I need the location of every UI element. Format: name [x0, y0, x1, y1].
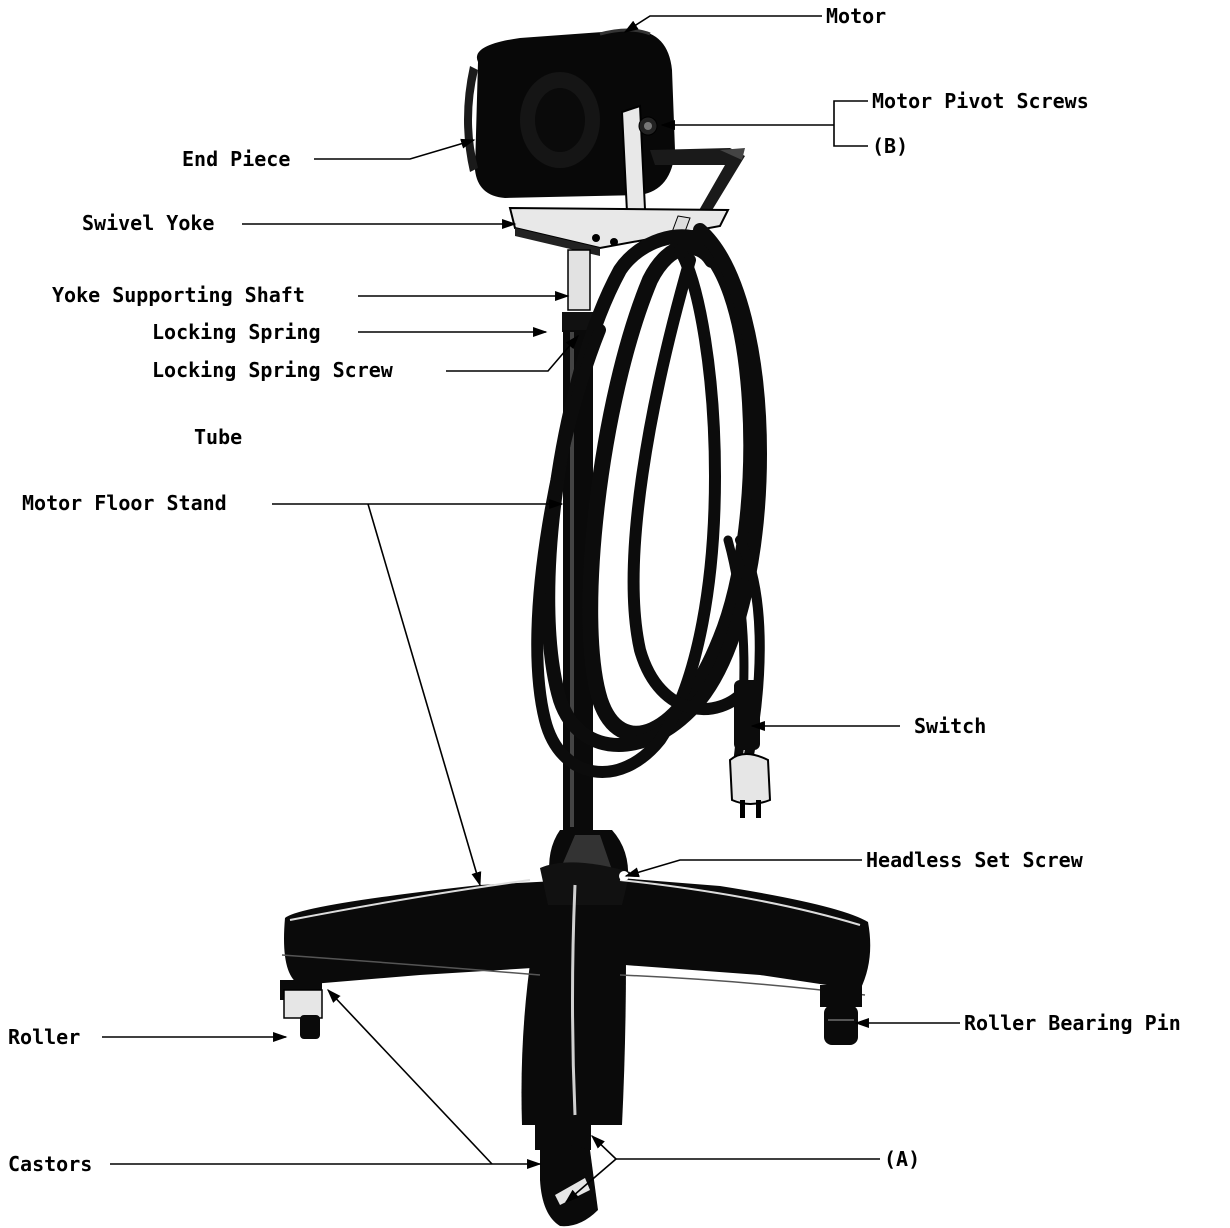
label-motor: Motor: [826, 4, 886, 28]
label-tube: Tube: [194, 425, 242, 449]
label-swivel-yoke: Swivel Yoke: [82, 211, 214, 235]
label-motor-floor-stand: Motor Floor Stand: [22, 491, 227, 515]
label-end-piece: End Piece: [182, 147, 290, 171]
label-yoke-supporting-shaft: Yoke Supporting Shaft: [52, 283, 305, 307]
label-castors: Castors: [8, 1152, 92, 1176]
label-motor-pivot-screws: Motor Pivot Screws: [872, 89, 1089, 113]
label-headless-set-screw: Headless Set Screw: [866, 848, 1084, 872]
label-roller-bearing-pin: Roller Bearing Pin: [964, 1011, 1181, 1035]
label-roller: Roller: [8, 1025, 80, 1049]
cross-base: [282, 862, 870, 1125]
label-locking-spring-screw: Locking Spring Screw: [152, 358, 394, 382]
label-b: (B): [872, 134, 908, 158]
label-a: (A): [884, 1147, 920, 1171]
stand-illustration: [280, 30, 870, 1226]
label-switch: Switch: [914, 714, 986, 738]
label-locking-spring: Locking Spring: [152, 320, 321, 344]
castor-right: [820, 985, 862, 1045]
castor-left: [280, 980, 322, 1039]
castor-front: [535, 1120, 598, 1226]
